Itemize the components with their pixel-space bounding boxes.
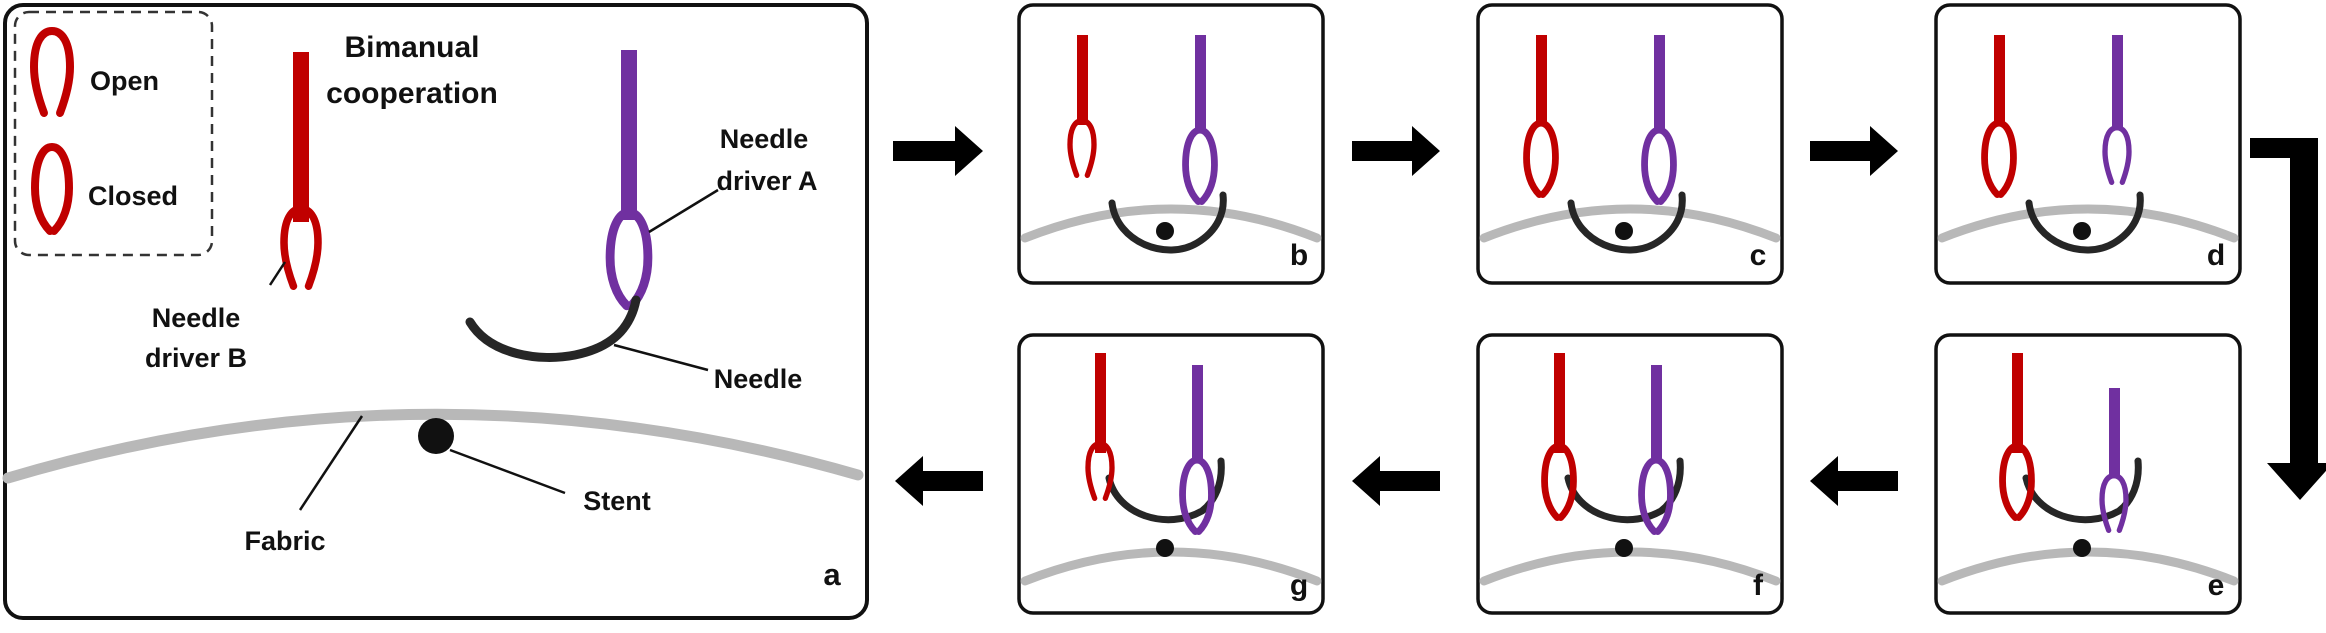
fabric [1020, 204, 1322, 243]
panel-d-letter: d [2207, 239, 2225, 272]
arrow-f-to-g [1352, 456, 1440, 506]
panel-e-letter: e [2208, 569, 2225, 602]
driver-b-label-line2: driver B [145, 343, 247, 373]
needle-driver-a [1192, 365, 1203, 460]
fabric [1479, 204, 1781, 243]
legend-frame [13, 10, 214, 257]
panel-g-letter: g [1290, 569, 1308, 602]
fabric-leader-line [298, 415, 364, 511]
arrow-e-to-f [1810, 456, 1898, 506]
legend-open-label: Open [90, 66, 159, 96]
driver-a-label-line1: Needle [720, 124, 809, 154]
panel-c-frame [1476, 3, 1784, 285]
needle [465, 295, 641, 362]
legend-closed-label: Closed [88, 181, 178, 211]
stent [2073, 539, 2091, 557]
stent [1615, 222, 1633, 240]
driver-a-leader-line [648, 188, 719, 234]
needle-driver-b [2012, 353, 2023, 453]
driver-b-leader-line [268, 261, 287, 286]
stent-leader-line [449, 448, 566, 495]
flow-arrows [893, 126, 2326, 506]
panel-d-frame [1934, 3, 2242, 285]
driver-b-label-line1: Needle [152, 303, 241, 333]
needle-driver-b [1994, 35, 2005, 125]
panel-g: g [1017, 333, 1325, 615]
diagram-title-line1: Bimanual [344, 31, 479, 64]
stent [1156, 539, 1174, 557]
needle-driver-b [1077, 35, 1088, 125]
arrow-a-to-b [893, 126, 983, 176]
panel-a-letter: a [823, 557, 841, 592]
needle [1105, 457, 1225, 524]
needle [2025, 191, 2144, 254]
panel-f: f [1476, 333, 1784, 615]
needle [2022, 457, 2142, 524]
needle-driver-b [1536, 35, 1547, 125]
panel-b: b [1017, 3, 1325, 285]
panel-f-letter: f [1753, 569, 1764, 602]
arrow-g-to-a [895, 456, 983, 506]
needle-driver-a [1195, 35, 1206, 130]
needle-driver-a [1651, 365, 1662, 460]
needle-driver-a [1654, 35, 1665, 130]
panel-c: c [1476, 3, 1784, 285]
fabric [1937, 204, 2239, 243]
stent [418, 418, 454, 454]
stent [1156, 222, 1174, 240]
needle [1108, 191, 1227, 254]
needle-driver-b [1554, 353, 1565, 453]
arrow-c-to-d [1810, 126, 1898, 176]
diagram-title-line2: cooperation [326, 77, 498, 110]
needle-driver-a [610, 50, 648, 306]
stent [2073, 222, 2091, 240]
fabric [2, 408, 864, 484]
needle [1567, 191, 1686, 254]
panel-d: d [1934, 3, 2242, 285]
panel-c-letter: c [1750, 239, 1767, 272]
needle-driver-b [284, 52, 318, 286]
legend: Open Closed [13, 10, 214, 257]
needle [1564, 457, 1684, 524]
stent [1615, 539, 1633, 557]
panel-b-letter: b [1290, 239, 1308, 272]
stent-label: Stent [583, 486, 651, 516]
panel-b-frame [1017, 3, 1325, 285]
step-panels: b c d e f g [1017, 3, 2242, 615]
needle-leader-line [613, 343, 709, 372]
needle-driver-a [2109, 388, 2120, 478]
fabric-label: Fabric [244, 526, 325, 556]
arrow-b-to-c [1352, 126, 1440, 176]
panel-a: Open Closed Bimanual cooperation Needle … [2, 3, 869, 620]
panel-a-frame [3, 3, 869, 620]
arrow-d-to-e [2250, 138, 2326, 500]
needle-driver-b [1095, 353, 1106, 453]
panel-e: e [1934, 333, 2242, 615]
driver-a-label-line2: driver A [716, 166, 817, 196]
needle-driver-a [2112, 35, 2123, 130]
needle-label: Needle [714, 364, 803, 394]
